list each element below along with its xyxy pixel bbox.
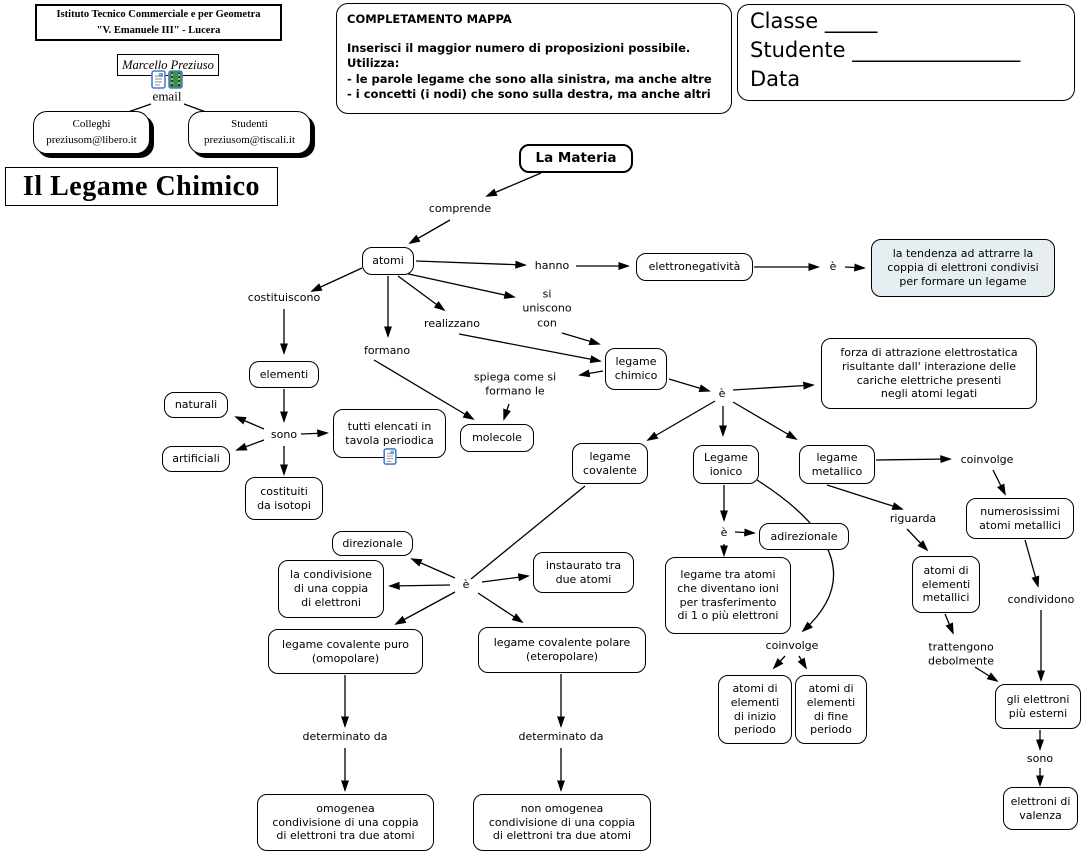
label-trattengono-debolmente: trattengono debolmente [927,640,995,668]
label-comprende: comprende [428,201,492,215]
node-legame-chimico: legame chimico [605,348,667,390]
node-atomi: atomi [362,247,414,275]
node-elettroni-esterni: gli elettroni più esterni [995,684,1081,729]
node-direzionale: direzionale [332,531,413,556]
node-tendenza-attrarre: la tendenza ad attrarre la coppia di ele… [871,239,1055,297]
instructions-line2: Utilizza: [347,56,400,71]
label-coinvolge-ionico: coinvolge [765,638,819,652]
film-icon[interactable] [168,70,183,93]
instructions-panel: COMPLETAMENTO MAPPA Inserisci il maggior… [336,3,732,114]
studente-field[interactable]: Studente ________________ [750,37,1021,62]
label-formano: formano [363,343,411,357]
label-determinato-da-puro: determinato da [302,729,388,743]
school-name-line2: "V. Emanuele III" - Lucera [96,24,221,36]
label-e-elettronegativita: è [829,259,837,273]
label-e-ionico: è [720,525,728,539]
label-hanno: hanno [534,258,570,272]
node-la-materia: La Materia [519,144,633,173]
label-coinvolge-metallico: coinvolge [960,452,1014,466]
data-field[interactable]: Data [750,66,801,91]
author-name: Marcello Preziuso [122,57,214,72]
label-determinato-da-polare: determinato da [518,729,604,743]
school-header: Istituto Tecnico Commerciale e per Geome… [35,4,282,41]
node-numerosissimi-atomi: numerosissimi atomi metallici [966,498,1074,539]
instructions-heading: COMPLETAMENTO MAPPA [347,12,512,26]
node-artificiali: artificiali [162,446,230,472]
node-atomi-elementi-metallici: atomi di elementi metallici [912,556,980,613]
node-elettronegativita: elettronegatività [636,253,753,281]
label-sono-valenza: sono [1026,751,1054,765]
node-legame-ionico: Legame ionico [693,445,759,484]
node-non-omogenea-condivisione: non omogenea condivisione di una coppia … [473,794,651,851]
students-email[interactable]: preziusom@tiscali.it [203,133,296,146]
node-atomi-inizio-periodo: atomi di elementi di inizio periodo [718,675,792,744]
colleagues-title: Colleghi [72,117,111,130]
node-elettroni-valenza: elettroni di valenza [1003,787,1078,830]
label-e-legame-chimico: è [718,386,726,400]
classe-field[interactable]: Classe _____ [750,9,878,33]
school-name-line1: Istituto Tecnico Commerciale e per Geome… [56,9,261,21]
label-spiega-come: spiega come si formano le [473,370,557,398]
node-legame-covalente: legame covalente [572,443,648,484]
label-riguarda: riguarda [889,511,937,525]
label-sono-elementi: sono [270,427,298,441]
node-legame-tra-atomi: legame tra atomi che diventano ioni per … [665,557,791,634]
node-elementi: elementi [249,361,319,388]
node-naturali: naturali [164,392,228,418]
node-atomi-fine-periodo: atomi di elementi di fine periodo [795,675,867,744]
page-title: Il Legame Chimico [5,167,278,206]
colleagues-email[interactable]: preziusom@libero.it [46,133,137,146]
students-contact-card: Studenti preziusom@tiscali.it [188,111,311,154]
node-forza-attrazione: forza di attrazione elettrostatica risul… [821,338,1037,409]
node-adirezionale: adirezionale [759,523,849,550]
node-tavola-periodica-text: tutti elencati in tavola periodica [345,419,434,447]
instructions-line4: - i concetti (i nodi) che sono sulla des… [347,86,711,101]
node-legame-metallico: legame metallico [799,445,875,484]
arrows [127,103,1046,792]
node-condivisione-coppia: la condivisione di una coppia di elettro… [278,560,384,618]
students-title: Studenti [231,117,268,130]
student-form: Classe _____ Studente ________________ D… [737,4,1075,101]
node-costituiti-da-isotopi: costituiti da isotopi [245,477,323,520]
label-si-uniscono-con: si uniscono con [522,287,572,330]
label-condividono: condividono [1007,592,1075,606]
email-label: email [152,88,182,104]
label-realizzano: realizzano [424,316,480,330]
colleagues-contact-card: Colleghi preziusom@libero.it [33,111,150,154]
node-molecole: molecole [460,424,534,452]
instructions-line3: - le parole legame che sono alla sinistr… [347,71,712,86]
periodic-table-document-icon[interactable] [382,435,397,470]
node-covalente-polare: legame covalente polare (eteropolare) [478,627,646,673]
label-costituiscono: costituiscono [247,290,321,304]
node-omogenea-condivisione: omogenea condivisione di una coppia di e… [257,794,434,851]
node-instaurato-due-atomi: instaurato tra due atomi [533,552,634,593]
document-icon[interactable] [151,70,166,93]
label-e-covalente: è [462,577,470,591]
node-tavola-periodica: tutti elencati in tavola periodica [333,409,446,466]
node-covalente-puro: legame covalente puro (omopolare) [268,629,423,674]
instructions-line1: Inserisci il maggior numero di proposizi… [347,41,691,56]
author-name-box: Marcello Preziuso [117,54,219,76]
